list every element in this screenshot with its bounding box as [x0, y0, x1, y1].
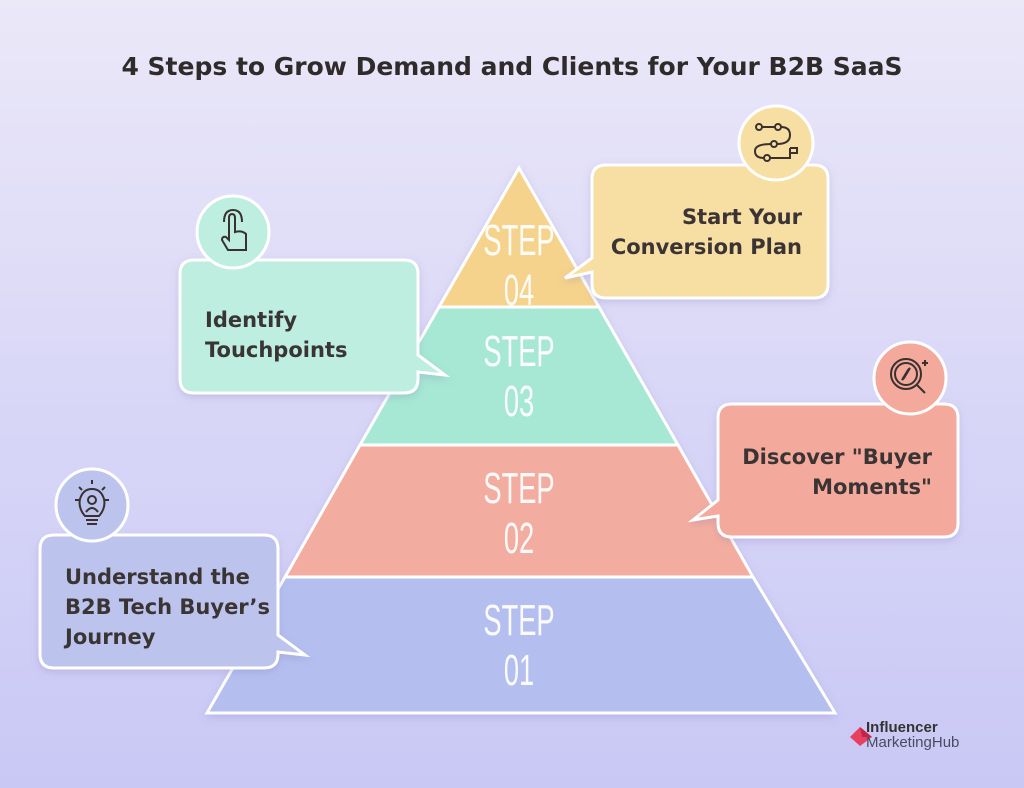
pyramid-tier-04 — [436, 164, 602, 309]
lightbulb-icon — [75, 480, 109, 525]
callout-step-03 — [178, 258, 451, 395]
infographic-title: 4 Steps to Grow Demand and Clients for Y… — [121, 52, 903, 81]
callout-step-02 — [687, 402, 960, 539]
callout-step-01 — [38, 533, 311, 670]
influencer-marketinghub-logo-mark — [850, 727, 872, 746]
compass-search-icon — [890, 358, 928, 394]
touch-hand-icon — [220, 208, 247, 251]
route-flag-icon — [753, 123, 798, 162]
callout-step-04 — [564, 163, 830, 300]
